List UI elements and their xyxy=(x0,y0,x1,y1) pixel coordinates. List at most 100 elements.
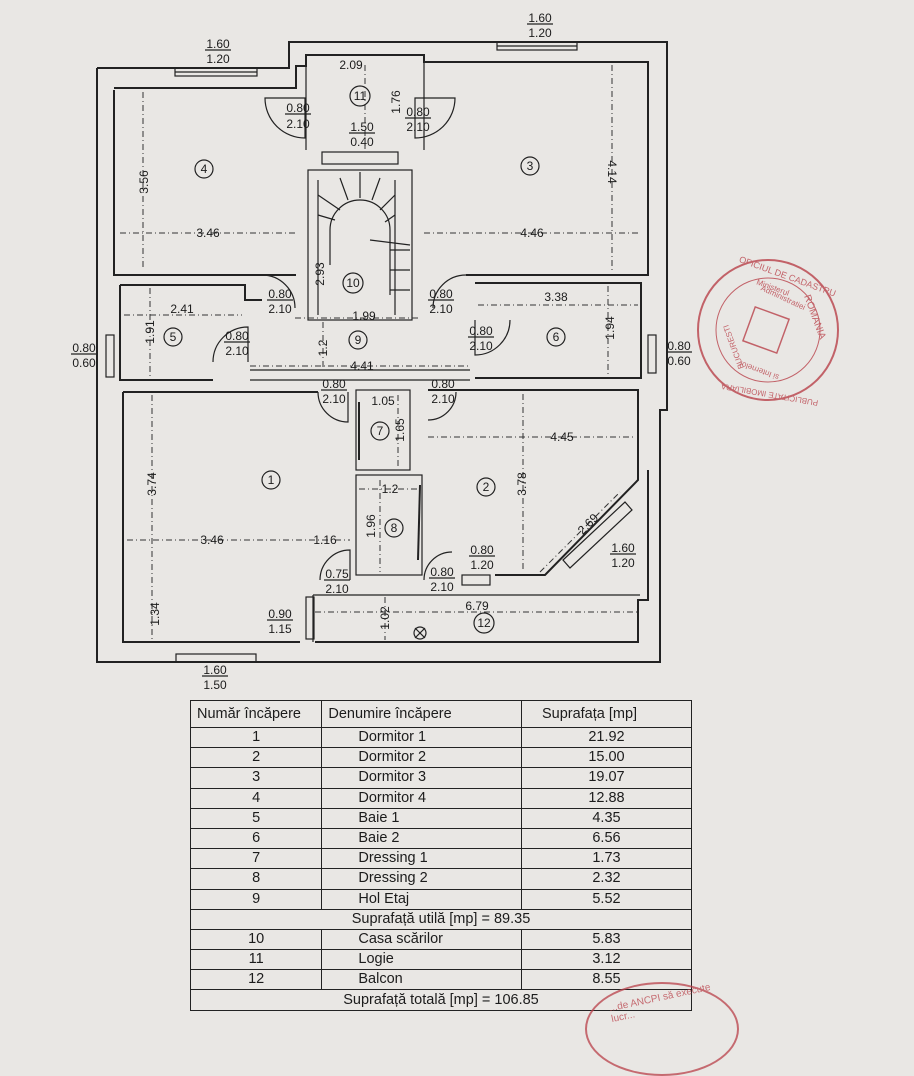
room-number-cell: 11 xyxy=(189,949,323,971)
room-number-cell: 1 xyxy=(189,726,323,749)
room-number-6: 6 xyxy=(546,327,566,347)
room-number-7: 7 xyxy=(370,421,390,441)
room-name-cell: Baie 1 xyxy=(321,807,522,829)
header-room-name: Denumire încăpere xyxy=(321,700,522,728)
dim-label: 2.93 xyxy=(313,262,327,286)
area-cell: 5.52 xyxy=(520,888,693,910)
dim-label: 1.2 xyxy=(316,339,330,356)
wall-segment xyxy=(417,484,421,561)
room-name-cell: Hol Etaj xyxy=(321,888,522,910)
area-cell: 1.73 xyxy=(520,848,693,870)
dim-label: 2.10 xyxy=(469,339,493,353)
door-swings xyxy=(212,97,511,581)
svg-text:10: 10 xyxy=(346,276,360,290)
table-header-row: Număr încăpere Denumire încăpere Suprafa… xyxy=(189,700,693,728)
dim-label: 6.79 xyxy=(465,599,489,613)
room-number-cell: 10 xyxy=(189,928,323,951)
room-numbers: 1 2 3 4 5 6 7 8 9 10 11 12 xyxy=(163,85,566,634)
dim-label: 0.80 xyxy=(72,341,96,355)
stamp-line: BUCURESTI xyxy=(722,324,746,371)
dim-label: 2.10 xyxy=(431,392,455,406)
dim-label: 2.09 xyxy=(339,58,363,72)
dim-label: 1.02 xyxy=(378,606,392,630)
area-cell: 4.35 xyxy=(520,807,693,829)
room-number-11: 11 xyxy=(349,85,371,107)
header-area: Suprafața [mp] xyxy=(520,700,693,728)
room-number-9: 9 xyxy=(348,330,368,350)
dim-label: 0.80 xyxy=(430,565,454,579)
room-number-cell: 2 xyxy=(189,747,323,769)
area-table: Număr încăpere Denumire încăpere Suprafa… xyxy=(189,700,693,1011)
ancpi-stamp: ...de ANCPI să execute lucr... xyxy=(585,982,739,1076)
dim-label: 4.45 xyxy=(550,430,574,444)
dim-label: 2.10 xyxy=(429,302,453,316)
svg-text:11: 11 xyxy=(354,89,367,103)
subtotal-cell: Suprafață utilă [mp] = 89.35 xyxy=(190,908,692,930)
dim-label: 1.2 xyxy=(382,482,399,496)
dim-label: 0.80 xyxy=(322,377,346,391)
dim-label: 1.50 xyxy=(350,120,374,134)
dim-label: 0.80 xyxy=(469,324,493,338)
room-number-1: 1 xyxy=(261,470,281,490)
svg-text:5: 5 xyxy=(170,330,177,344)
svg-text:6: 6 xyxy=(553,330,560,344)
room-number-cell: 6 xyxy=(189,827,323,850)
dim-label: 1.15 xyxy=(268,622,292,636)
svg-text:2: 2 xyxy=(483,480,490,494)
dim-label: 1.20 xyxy=(206,52,230,66)
dim-label: 1.20 xyxy=(470,558,494,572)
dim-label: 1.99 xyxy=(352,309,376,323)
room-name-cell: Dormitor 1 xyxy=(321,726,522,749)
dim-label: 0.75 xyxy=(325,567,349,581)
room-name-cell: Balcon xyxy=(321,969,522,991)
area-cell: 5.83 xyxy=(520,928,693,951)
room-number-12: 12 xyxy=(473,612,495,634)
dim-label: 2.10 xyxy=(322,392,346,406)
dim-label: 3.46 xyxy=(200,533,224,547)
room-number-2: 2 xyxy=(476,477,496,497)
dim-label: 0.60 xyxy=(72,356,96,370)
total-cell: Suprafață totală [mp] = 106.85 xyxy=(190,989,692,1011)
dim-label: 1.34 xyxy=(148,602,162,626)
stamp-line: PUBLICITATE IMOBILIARA xyxy=(720,381,819,407)
dim-label: 0.80 xyxy=(286,101,310,115)
room-number-cell: 4 xyxy=(189,787,323,809)
dim-label: 1.91 xyxy=(143,320,157,344)
room-name-cell: Dormitor 3 xyxy=(321,767,522,789)
svg-text:1: 1 xyxy=(268,473,275,487)
windows xyxy=(105,41,657,663)
room-name-cell: Dressing 2 xyxy=(321,868,522,890)
dim-label: 3.38 xyxy=(544,290,568,304)
room-number-cell: 3 xyxy=(189,767,323,789)
room-name-cell: Dormitor 4 xyxy=(321,787,522,809)
dim-label: 1.60 xyxy=(611,541,635,555)
dim-label: 0.80 xyxy=(406,105,430,119)
area-cell: 19.07 xyxy=(520,767,693,789)
dim-label: 1.60 xyxy=(203,663,227,677)
dim-label: 0.80 xyxy=(470,543,494,557)
dim-label: 2.10 xyxy=(225,344,249,358)
dim-label: 0.80 xyxy=(225,329,249,343)
dim-label: 1.76 xyxy=(389,90,403,114)
dim-label: 2.10 xyxy=(430,580,454,594)
dim-label: 0.80 xyxy=(667,339,691,353)
dim-label: 1.20 xyxy=(528,26,552,40)
stamp-line: ROMANIA xyxy=(801,293,827,341)
floor-plan: 1 2 3 4 5 6 7 8 9 10 11 12 1.60 1.20 1.6… xyxy=(71,11,839,690)
room-name-cell: Dressing 1 xyxy=(321,848,522,870)
svg-text:12: 12 xyxy=(477,616,491,630)
room-number-cell: 12 xyxy=(189,969,323,991)
dim-label: 1.94 xyxy=(603,316,617,340)
dim-label: 0.60 xyxy=(667,354,691,368)
ceiling-light-icon xyxy=(413,626,427,640)
